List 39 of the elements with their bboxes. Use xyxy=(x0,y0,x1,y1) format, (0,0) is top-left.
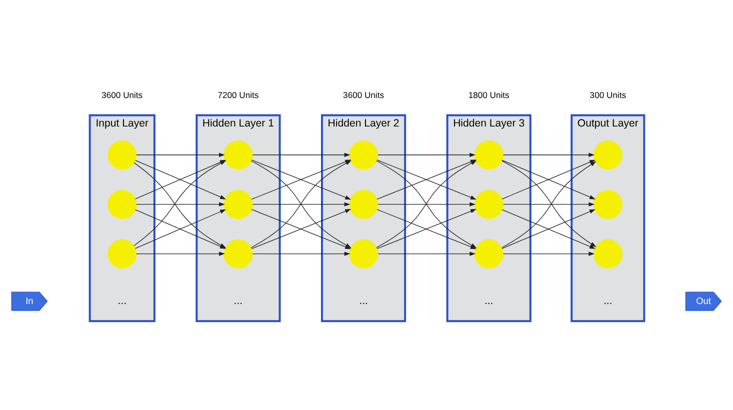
node-circle xyxy=(593,140,622,170)
arrow xyxy=(502,160,596,200)
node-circle xyxy=(224,190,253,219)
node-label: 7200 Units xyxy=(218,90,259,100)
node-circle xyxy=(108,140,137,170)
label: ... xyxy=(604,294,612,307)
arrow xyxy=(502,152,595,157)
node-circle xyxy=(593,190,622,219)
label: ... xyxy=(359,294,368,307)
node-label: 300 Units xyxy=(590,90,626,100)
node-circle xyxy=(108,239,137,268)
arrow xyxy=(502,202,595,206)
arrow xyxy=(252,252,350,256)
node-circle xyxy=(349,190,378,219)
arrow xyxy=(252,152,350,157)
node-circle xyxy=(108,190,137,219)
arrow xyxy=(136,152,225,157)
label: ... xyxy=(484,294,494,307)
node-label: 3600 Units xyxy=(343,90,384,100)
node-circle xyxy=(474,140,504,170)
arrow xyxy=(378,152,476,157)
arrow xyxy=(378,202,476,206)
node-circle xyxy=(349,140,378,170)
node-circle xyxy=(349,239,378,268)
node-circle xyxy=(474,239,504,268)
node-circle xyxy=(224,239,253,268)
label: ... xyxy=(234,294,243,307)
node-label: 3600 Units xyxy=(102,90,143,100)
arrow xyxy=(136,202,225,206)
arrow xyxy=(502,209,596,249)
node-circle xyxy=(474,190,504,219)
arrow xyxy=(378,252,476,256)
node-label: 1800 Units xyxy=(468,90,510,100)
arrow xyxy=(252,202,350,206)
label: ... xyxy=(118,294,127,307)
arrow xyxy=(136,252,225,256)
arrow xyxy=(502,252,595,256)
node-circle xyxy=(224,140,253,170)
node-circle xyxy=(593,239,622,268)
